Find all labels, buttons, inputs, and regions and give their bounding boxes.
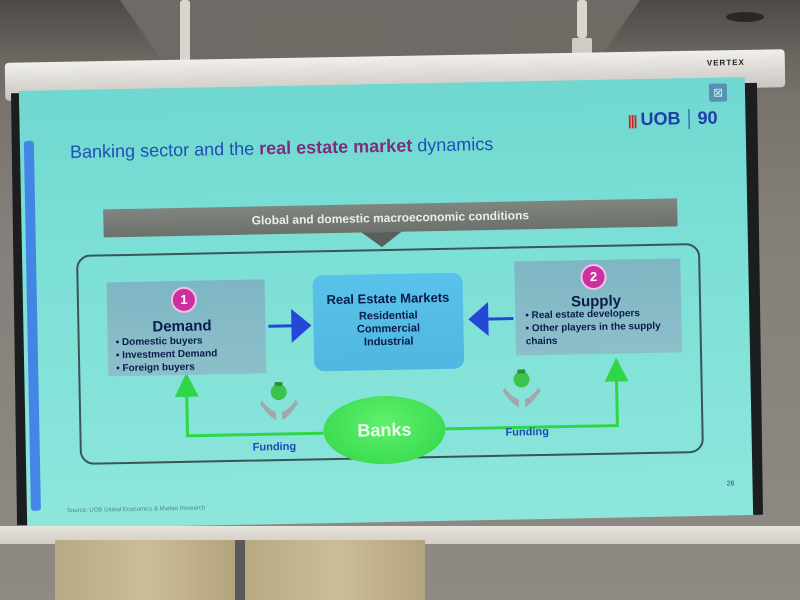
funding-label-right: Funding [505,425,549,439]
ceiling-pipe [180,0,190,80]
list-item: Other players in the supply chains [525,319,680,348]
supply-number-badge: 2 [580,263,607,291]
market-type: Industrial [363,335,414,349]
ceiling-beam [120,0,640,60]
ceiling-light [726,12,764,22]
ceiling-pipe [577,0,587,38]
real-estate-markets-title: Real Estate Markets [326,289,450,308]
real-estate-markets-box: Real Estate Markets Residential Commerci… [312,272,465,372]
list-item: Foreign buyers [116,360,218,375]
screen-bottom-bar [0,526,800,544]
demand-panel: 1 Demand Domestic buyers Investment Dema… [106,279,267,377]
presentation-slide: ⊠ Banking sector and the real estate mar… [18,77,754,529]
demand-title: Demand [152,317,212,336]
list-item: Investment Demand [116,347,218,362]
flow-arrows [174,302,629,438]
demand-number-badge: 1 [170,286,198,314]
demand-arrow-head [291,308,312,343]
money-bag-hands-icon [502,369,541,408]
supply-to-market-arrow [485,317,514,321]
projector-brand: VERTEX [706,57,745,68]
window-curtain [245,540,425,600]
money-bag-hands-icon [259,382,298,421]
supply-arrow-head [468,302,489,337]
funding-to-supply-line [445,357,629,431]
supply-list: Real estate developers Other players in … [525,306,681,348]
window-curtain [55,540,235,600]
demand-to-market-arrow [268,324,296,328]
window-post [235,540,245,600]
funding-to-demand-line [174,372,324,438]
funding-label-left: Funding [252,440,297,454]
page-number: 26 [726,480,735,488]
supply-panel: 2 Supply Real estate developers Other pl… [514,258,683,356]
demand-list: Domestic buyers Investment Demand Foreig… [116,334,218,375]
